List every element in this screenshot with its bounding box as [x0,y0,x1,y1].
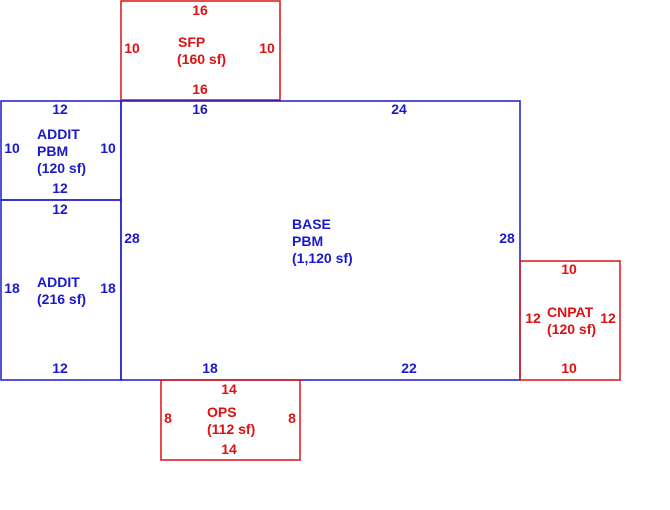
area-addit[interactable]: 12 18 18 12 ADDIT (216 sf) [0,199,122,381]
sfp-outline [120,0,281,101]
ops-dim-bottom: 14 [221,441,237,457]
sfp-size: (160 sf) [177,51,226,67]
addit-pbm-dim-left: 10 [4,140,20,156]
ops-dim-right: 8 [288,410,296,426]
addit-pbm-name2: PBM [37,143,68,159]
base-dim-top-right: 24 [391,101,407,117]
base-dim-left: 28 [124,230,140,246]
addit-dim-bottom: 12 [52,360,68,376]
addit-pbm-name1: ADDIT [37,126,80,142]
base-dim-bottom-left: 18 [202,360,218,376]
addit-name: ADDIT [37,274,80,290]
sfp-dim-top: 16 [192,2,208,18]
sfp-dim-bottom: 16 [192,81,208,97]
base-size: (1,120 sf) [292,250,353,266]
cnpat-name: CNPAT [547,304,594,320]
ops-name: OPS [207,404,237,420]
area-ops[interactable]: 14 8 8 14 OPS (112 sf) [160,379,301,461]
ops-dim-left: 8 [164,410,172,426]
cnpat-dim-top: 10 [561,261,577,277]
addit-dim-left: 18 [4,280,20,296]
base-dim-top-left: 16 [192,101,208,117]
addit-dim-right: 18 [100,280,116,296]
addit-pbm-dim-bottom: 12 [52,180,68,196]
cnpat-size: (120 sf) [547,321,596,337]
ops-dim-top: 14 [221,381,237,397]
base-dim-right: 28 [499,230,515,246]
cnpat-dim-bottom: 10 [561,360,577,376]
base-dim-bottom-right: 22 [401,360,417,376]
addit-size: (216 sf) [37,291,86,307]
addit-pbm-size: (120 sf) [37,160,86,176]
base-outline [120,100,521,381]
addit-pbm-dim-top: 12 [52,101,68,117]
area-base[interactable]: 16 24 28 28 18 22 BASE PBM (1,120 sf) [120,100,521,381]
sfp-dim-left: 10 [124,40,140,56]
sfp-name: SFP [178,34,205,50]
ops-outline [160,379,301,461]
cnpat-dim-right: 12 [600,310,616,326]
cnpat-dim-left: 12 [525,310,541,326]
addit-dim-top: 12 [52,201,68,217]
area-cnpat[interactable]: 10 12 12 10 CNPAT (120 sf) [519,260,621,381]
addit-pbm-dim-right: 10 [100,140,116,156]
base-name1: BASE [292,216,331,232]
sfp-dim-right: 10 [259,40,275,56]
ops-size: (112 sf) [207,421,255,437]
cnpat-outline [519,260,621,381]
area-sfp[interactable]: 16 10 10 16 SFP (160 sf) [120,0,281,101]
area-addit-pbm[interactable]: 12 10 10 12 ADDIT PBM (120 sf) [0,100,122,201]
base-name2: PBM [292,233,323,249]
